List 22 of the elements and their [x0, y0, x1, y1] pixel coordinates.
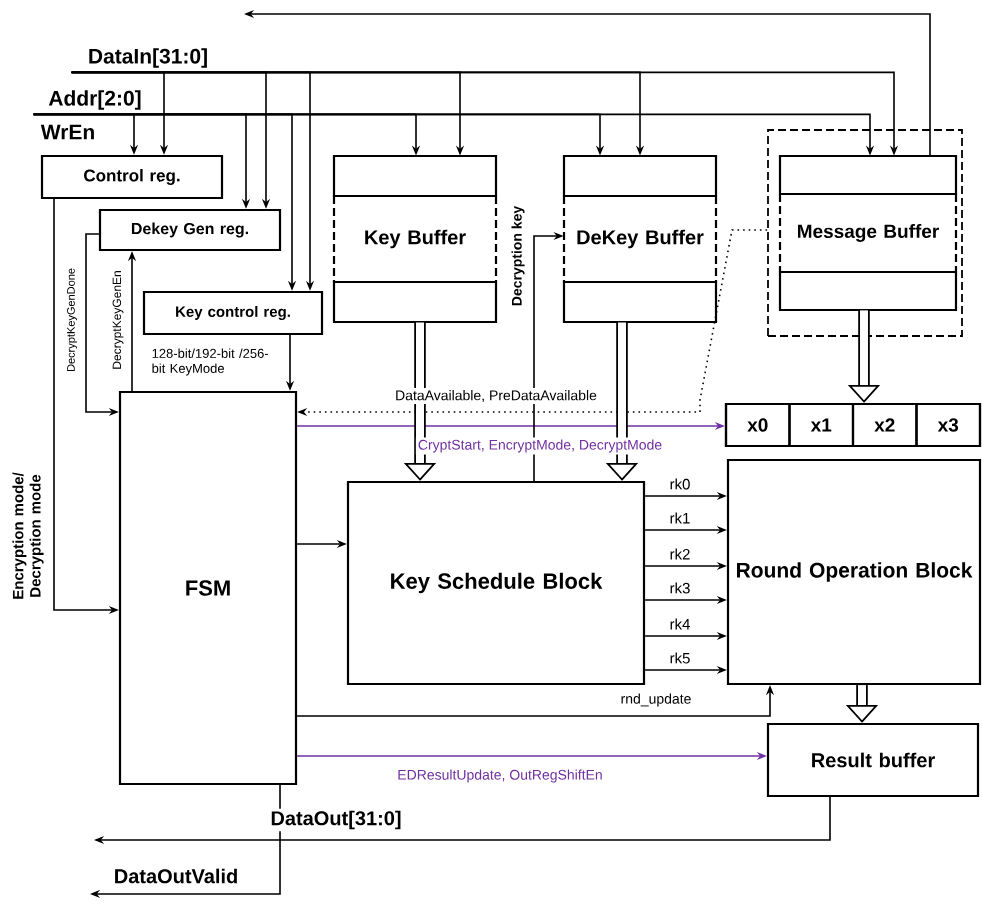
- node-label: Key Buffer: [365, 229, 466, 249]
- buffer-block: Message Buffer: [778, 154, 958, 312]
- dashed-frame: [767, 129, 963, 337]
- buffer-block: Key Buffer: [332, 154, 498, 324]
- signal-label: DataIn[31:0]: [89, 48, 207, 68]
- buffer-box: Result buffer: [766, 722, 980, 798]
- logic-block: Key Schedule Block: [346, 480, 646, 686]
- signal-label: WrEn: [40, 124, 94, 140]
- fsm-block: FSM: [118, 390, 298, 786]
- logic-block: Round Operation Block: [726, 458, 982, 686]
- register-cell: x0: [724, 402, 791, 448]
- register-box: Control reg.: [40, 154, 224, 200]
- register-box: Dekey Gen reg.: [98, 208, 282, 252]
- register-cell: x1: [788, 402, 855, 448]
- node-label: Message Buffer: [798, 224, 939, 242]
- buffer-block: DeKey Buffer: [562, 154, 718, 324]
- signal-label: Addr[2:0]: [48, 90, 141, 110]
- register-cell: x2: [851, 402, 918, 448]
- edge-label: DataOutValid: [111, 866, 241, 886]
- register-cell: x3: [915, 402, 982, 448]
- edge-label: DataOut[31:0]: [268, 808, 404, 832]
- node-label: DeKey Buffer: [577, 229, 704, 249]
